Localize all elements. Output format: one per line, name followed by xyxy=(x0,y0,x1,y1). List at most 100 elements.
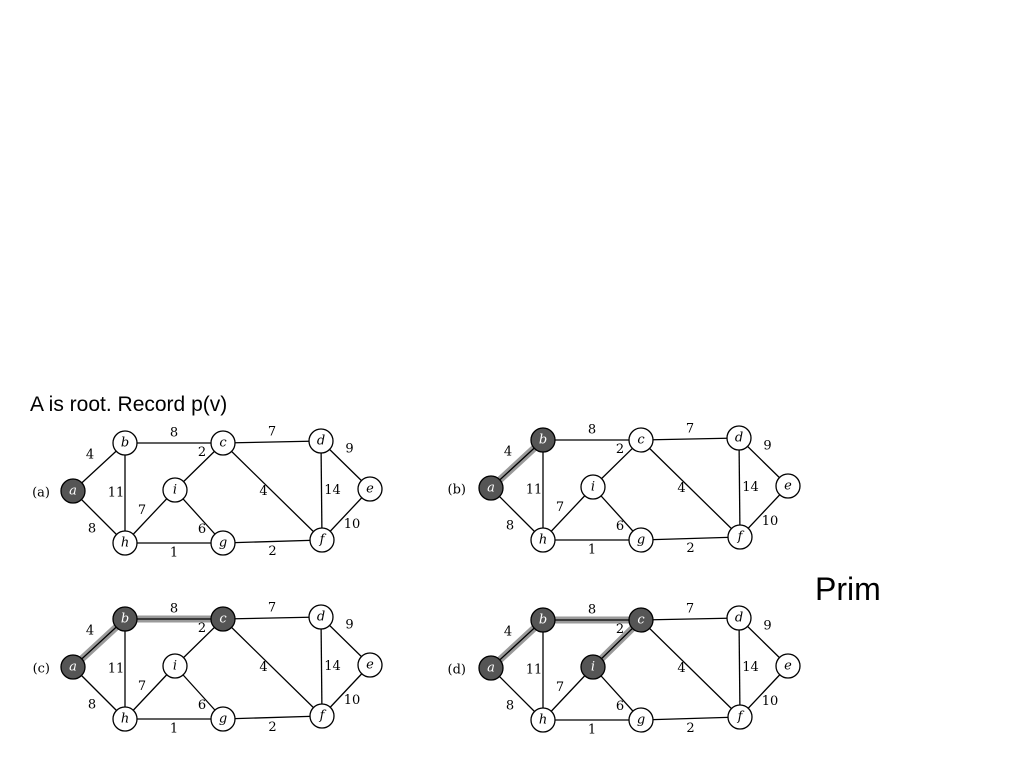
node-label-d: d xyxy=(735,611,743,626)
edge-c-d xyxy=(222,440,322,444)
weight-label-b-h: 11 xyxy=(108,662,125,677)
caption: A is root. Record p(v) xyxy=(30,393,228,416)
weight-label-h-i: 7 xyxy=(556,680,564,695)
weight-label-c-i: 2 xyxy=(198,621,206,636)
edge-f-g xyxy=(222,539,323,544)
node-a xyxy=(60,654,86,680)
node-e xyxy=(775,473,801,499)
node-label-b: b xyxy=(539,433,547,448)
weight-label-d-f: 14 xyxy=(742,660,759,675)
node-label-c: c xyxy=(637,433,645,448)
weight-label-g-h: 1 xyxy=(170,546,178,561)
node-b xyxy=(112,606,138,632)
node-label-g: g xyxy=(219,712,227,727)
weight-label-a-b: 4 xyxy=(86,624,94,639)
weight-label-c-d: 7 xyxy=(268,425,276,440)
weight-label-c-d: 7 xyxy=(268,601,276,616)
node-label-a: a xyxy=(487,481,495,496)
node-h xyxy=(112,706,138,732)
node-label-e: e xyxy=(366,482,374,497)
weight-label-g-i: 6 xyxy=(616,699,624,714)
weight-label-g-i: 6 xyxy=(198,698,206,713)
weight-label-e-f: 10 xyxy=(344,693,361,708)
edge-d-f xyxy=(320,616,323,717)
weight-label-f-g: 2 xyxy=(686,721,694,736)
weight-label-b-c: 8 xyxy=(170,602,178,617)
weight-label-b-h: 11 xyxy=(526,483,543,498)
weight-label-d-e: 9 xyxy=(345,442,353,457)
panel-label: (c) xyxy=(33,662,50,677)
weight-label-a-h: 8 xyxy=(88,698,96,713)
node-b xyxy=(530,427,556,453)
weight-label-d-e: 9 xyxy=(763,619,771,634)
node-h xyxy=(112,530,138,556)
node-c xyxy=(628,607,654,633)
node-label-b: b xyxy=(539,613,547,628)
node-h xyxy=(530,707,556,733)
node-f xyxy=(309,527,335,553)
edge-f-g xyxy=(222,715,323,720)
node-e xyxy=(357,652,383,678)
node-label-d: d xyxy=(317,610,325,625)
node-label-b: b xyxy=(121,612,129,627)
node-i xyxy=(580,474,606,500)
node-label-a: a xyxy=(69,660,77,675)
node-d xyxy=(726,605,752,631)
node-label-i: i xyxy=(173,659,177,674)
weight-label-c-f: 4 xyxy=(259,484,267,499)
weight-label-h-i: 7 xyxy=(138,679,146,694)
weight-label-a-h: 8 xyxy=(88,522,96,537)
node-label-g: g xyxy=(637,533,645,548)
node-label-e: e xyxy=(366,658,374,673)
weight-label-g-i: 6 xyxy=(616,519,624,534)
weight-label-c-f: 4 xyxy=(677,481,685,496)
weight-label-f-g: 2 xyxy=(268,720,276,735)
weight-label-e-f: 10 xyxy=(762,514,779,529)
node-c xyxy=(210,430,236,456)
weight-label-c-d: 7 xyxy=(686,602,694,617)
weight-label-b-h: 11 xyxy=(526,663,543,678)
edge-c-d xyxy=(222,616,322,620)
node-i xyxy=(162,653,188,679)
weight-label-a-b: 4 xyxy=(504,445,512,460)
node-label-c: c xyxy=(637,613,645,628)
panel-label: (d) xyxy=(448,663,466,678)
node-label-a: a xyxy=(69,484,77,499)
node-b xyxy=(112,430,138,456)
node-d xyxy=(308,428,334,454)
node-label-b: b xyxy=(121,436,129,451)
weight-label-g-h: 1 xyxy=(588,723,596,738)
edge-f-g xyxy=(640,716,741,721)
node-g xyxy=(210,706,236,732)
edge-c-f xyxy=(222,618,323,717)
edge-c-d xyxy=(640,617,740,621)
node-f xyxy=(309,703,335,729)
node-label-h: h xyxy=(121,712,129,727)
node-label-f: f xyxy=(319,533,327,548)
weight-label-c-f: 4 xyxy=(677,661,685,676)
panel-label: (b) xyxy=(448,483,466,498)
weight-label-a-h: 8 xyxy=(506,699,514,714)
weight-label-f-g: 2 xyxy=(686,541,694,556)
weight-label-h-i: 7 xyxy=(138,503,146,518)
node-c xyxy=(628,427,654,453)
node-c xyxy=(210,606,236,632)
node-label-i: i xyxy=(591,480,595,495)
weight-label-c-d: 7 xyxy=(686,422,694,437)
node-label-f: f xyxy=(319,709,327,724)
weight-label-b-c: 8 xyxy=(588,423,596,438)
node-label-e: e xyxy=(784,659,792,674)
node-i xyxy=(580,654,606,680)
node-label-h: h xyxy=(539,713,547,728)
node-g xyxy=(628,707,654,733)
node-g xyxy=(628,527,654,553)
node-a xyxy=(478,655,504,681)
node-h xyxy=(530,527,556,553)
weight-label-g-h: 1 xyxy=(588,543,596,558)
node-label-a: a xyxy=(487,661,495,676)
node-label-g: g xyxy=(219,536,227,551)
